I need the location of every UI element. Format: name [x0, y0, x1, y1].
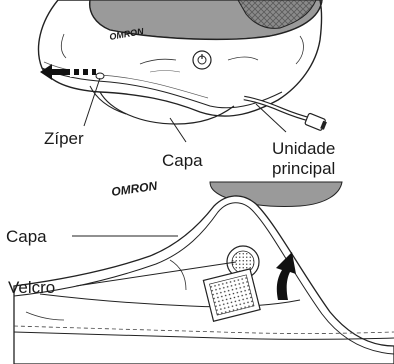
cover-leader-line	[170, 118, 186, 142]
cover-label-top: Capa	[162, 151, 203, 170]
cable-connector	[305, 113, 328, 132]
bottom-illustration: OMRON Capa Velcro	[6, 179, 394, 364]
top-illustration: OMRON Zíper Capa Unidade principal	[39, 0, 336, 178]
zipper-label: Zíper	[44, 129, 84, 148]
cover-label-bottom: Capa	[6, 227, 47, 246]
main-unit-label-line1: Unidade	[272, 139, 335, 158]
power-button	[193, 51, 211, 69]
main-unit-label-line2: principal	[272, 159, 335, 178]
velcro-label: Velcro	[8, 278, 55, 297]
brand-logo-bottom: OMRON	[110, 179, 158, 199]
